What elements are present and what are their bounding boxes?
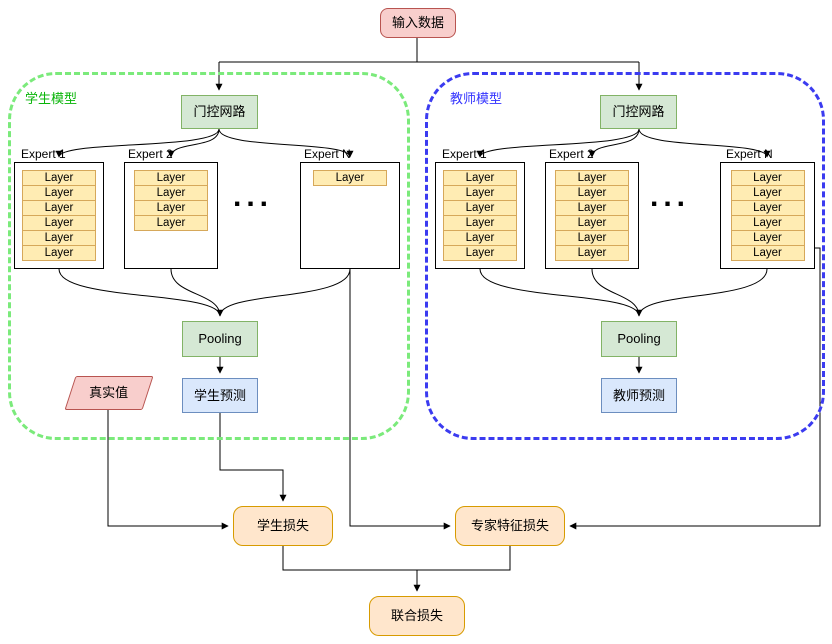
layer-cell: Layer xyxy=(555,215,629,231)
layer-cell: Layer xyxy=(730,185,805,201)
teacher-expert-2-label: Expert 2 xyxy=(549,147,594,161)
ground-truth-label: 真实值 xyxy=(89,385,129,401)
student-expert-1-label: Expert 1 xyxy=(21,147,66,161)
connector-se2-pooling xyxy=(170,268,221,317)
connector-sgate-e2 xyxy=(167,128,220,158)
teacher-model-title: 教师模型 xyxy=(450,91,503,106)
teacher-model-container xyxy=(425,72,825,440)
layer-cell: Layer xyxy=(730,200,805,216)
ground-truth-node: 真实值 xyxy=(64,376,154,410)
connector-te1-pooling xyxy=(479,268,643,317)
student-model-container xyxy=(8,72,410,440)
layer-cell: Layer xyxy=(443,185,517,201)
connector-sgate-en xyxy=(218,128,354,158)
connector-loss-merge xyxy=(282,546,511,571)
teacher-expert-n-label: Expert N xyxy=(726,147,773,161)
layer-cell: Layer xyxy=(555,200,629,216)
connector-sen-pooling xyxy=(219,268,351,317)
connector-sen-floss xyxy=(349,269,451,530)
layer-cell: Layer xyxy=(134,215,208,231)
student-loss-node: 学生损失 xyxy=(233,506,333,546)
connector-input-trunk xyxy=(219,38,639,63)
layer-stack: Layer xyxy=(313,170,387,186)
teacher-prediction-node: 教师预测 xyxy=(601,378,677,413)
layer-cell: Layer xyxy=(730,215,805,231)
connector-spred-sloss xyxy=(219,413,287,502)
layer-cell: Layer xyxy=(443,170,517,186)
teacher-expert-1-label: Expert 1 xyxy=(442,147,487,161)
student-gating-network-node: 门控网路 xyxy=(181,95,258,129)
connector-se1-pooling xyxy=(58,268,224,317)
student-expert-2-label: Expert 2 xyxy=(128,147,173,161)
layer-cell: Layer xyxy=(443,245,517,261)
layer-cell: Layer xyxy=(555,170,629,186)
teacher-pooling-node: Pooling xyxy=(601,321,677,357)
layer-cell: Layer xyxy=(22,200,96,216)
layer-cell: Layer xyxy=(730,230,805,246)
layer-cell: Layer xyxy=(443,215,517,231)
connector-gt-sloss xyxy=(107,410,229,530)
teacher-gating-network-node: 门控网路 xyxy=(600,95,677,129)
layer-cell: Layer xyxy=(22,215,96,231)
student-expert-n-box: Layer xyxy=(300,162,400,269)
layer-cell: Layer xyxy=(555,245,629,261)
connector-tgate-e1 xyxy=(476,128,640,158)
input-data-node: 输入数据 xyxy=(380,8,456,38)
connector-tgate-en xyxy=(638,128,771,158)
connector-ten-floss xyxy=(569,247,821,530)
layer-cell: Layer xyxy=(555,230,629,246)
student-model-title: 学生模型 xyxy=(25,91,78,106)
layer-cell: Layer xyxy=(134,200,208,216)
expert-feature-loss-node: 专家特征损失 xyxy=(455,506,565,546)
student-experts-ellipsis: ... xyxy=(233,180,274,213)
layer-cell: Layer xyxy=(730,170,805,186)
layer-cell: Layer xyxy=(555,185,629,201)
layer-cell: Layer xyxy=(134,185,208,201)
layer-cell: Layer xyxy=(730,245,805,261)
connector-sgate-e1 xyxy=(55,128,220,158)
student-prediction-node: 学生预测 xyxy=(182,378,258,413)
layer-cell: Layer xyxy=(22,230,96,246)
connector-ten-pooling xyxy=(638,268,768,317)
layer-cell: Layer xyxy=(134,170,208,186)
layer-cell: Layer xyxy=(313,170,387,186)
connector-tgate-e2 xyxy=(588,128,640,158)
teacher-experts-ellipsis: ... xyxy=(650,180,691,213)
layer-cell: Layer xyxy=(22,170,96,186)
layer-cell: Layer xyxy=(443,230,517,246)
layer-cell: Layer xyxy=(443,200,517,216)
layer-cell: Layer xyxy=(22,185,96,201)
connector-te2-pooling xyxy=(591,268,640,317)
student-expert-n-label: Expert N xyxy=(304,147,351,161)
joint-loss-node: 联合损失 xyxy=(369,596,465,636)
layer-cell: Layer xyxy=(22,245,96,261)
student-pooling-node: Pooling xyxy=(182,321,258,357)
